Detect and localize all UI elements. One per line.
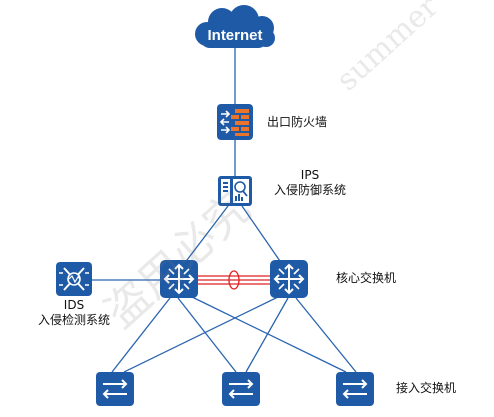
- link-core-left-access-2: [177, 297, 237, 373]
- ips-label-line1: IPS: [300, 168, 320, 182]
- switch-icon: [222, 372, 260, 406]
- router-switch-icon: [160, 260, 198, 298]
- ids-label: IDS 入侵检测系统: [22, 298, 126, 328]
- link-core-right-access-1: [123, 295, 281, 373]
- core-aggregation-link: [196, 270, 272, 290]
- cloud-icon: [195, 5, 275, 48]
- switch-icon: [96, 372, 134, 406]
- switch-icon: [336, 372, 374, 406]
- internet-label: Internet: [207, 27, 262, 44]
- access-switch-label: 接入交换机: [396, 381, 457, 395]
- ids-label-line1: IDS: [63, 298, 85, 312]
- core-switch-label: 核心交换机: [336, 271, 397, 285]
- ips-label: IPS 入侵防御系统: [262, 168, 358, 198]
- firewall-label: 出口防火墙: [267, 115, 328, 129]
- ips-icon: [218, 176, 252, 206]
- link-core-right-access-3: [295, 297, 357, 373]
- link-ips-core-right: [241, 205, 283, 265]
- ids-label-line2: 入侵检测系统: [37, 313, 110, 327]
- ids-icon: [56, 262, 92, 296]
- link-ips-core-left: [183, 205, 229, 265]
- firewall-icon: [217, 104, 253, 140]
- link-aggregation-ellipse: [228, 270, 240, 290]
- link-core-right-access-2: [245, 297, 289, 373]
- ips-label-line2: 入侵防御系统: [273, 183, 346, 197]
- link-core-left-access-1: [111, 297, 171, 373]
- router-switch-icon: [270, 260, 308, 298]
- links: [92, 46, 357, 373]
